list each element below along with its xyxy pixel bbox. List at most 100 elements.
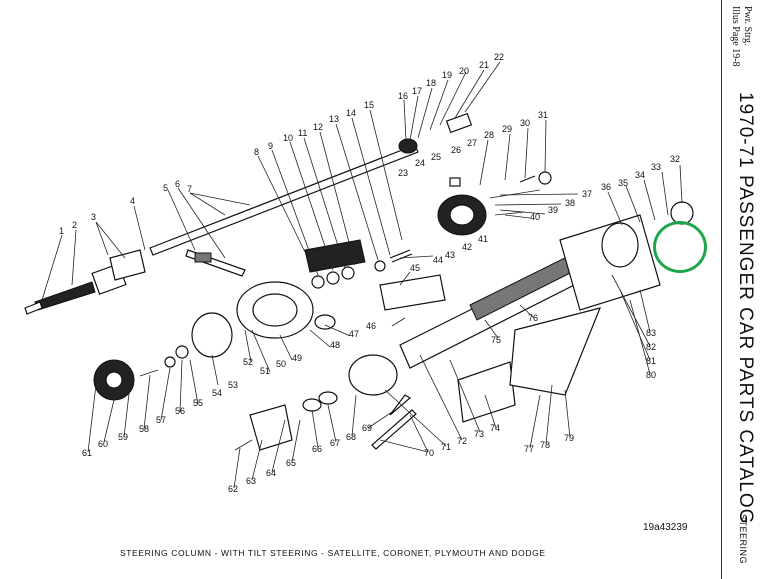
clip-26 [449, 177, 461, 187]
callout-48: 48 [330, 340, 340, 350]
callout-15: 15 [364, 100, 374, 110]
callout-58: 58 [139, 424, 149, 434]
callout-8: 8 [254, 147, 259, 157]
callout-37: 37 [582, 189, 592, 199]
cup-71 [348, 354, 398, 396]
flange-bore [601, 222, 639, 268]
section-label: STEERING [738, 514, 748, 565]
callout-51: 51 [260, 366, 270, 376]
callout-5: 5 [163, 183, 168, 193]
callout-33: 33 [651, 162, 661, 172]
shield-74 [457, 361, 516, 423]
callout-83: 83 [646, 328, 656, 338]
callout-59: 59 [118, 432, 128, 442]
mechanism-45 [379, 274, 446, 311]
callout-24: 24 [415, 158, 425, 168]
callout-61: 61 [82, 448, 92, 458]
shaft-coupling [34, 281, 96, 311]
callout-66: 66 [312, 444, 322, 454]
callout-18: 18 [426, 78, 436, 88]
callout-52: 52 [243, 357, 253, 367]
callout-32: 32 [670, 154, 680, 164]
ring-11 [326, 271, 340, 285]
callout-77: 77 [524, 444, 534, 454]
callout-2: 2 [72, 220, 77, 230]
bracket-63 [249, 404, 293, 451]
steering-column-exploded-diagram: 1 2 3 4 5 6 7 8 9 10 11 12 13 14 15 16 1… [24, 52, 694, 494]
highlight-circle [653, 221, 707, 273]
plate-79 [509, 307, 602, 396]
callout-42: 42 [462, 242, 472, 252]
pin-37 [489, 189, 541, 199]
callout-41: 41 [478, 234, 488, 244]
callout-19: 19 [442, 70, 452, 80]
spring-14 [389, 249, 413, 263]
callout-26: 26 [451, 145, 461, 155]
switch-assembly [304, 239, 366, 273]
ring-66 [302, 398, 322, 412]
catalog-title: 1970-71 PASSENGER CAR PARTS CATALOG [735, 92, 756, 525]
figure-reference-code: 19a43239 [643, 522, 688, 533]
spring-30 [519, 175, 536, 183]
lever-knob [194, 252, 212, 263]
callout-63: 63 [246, 476, 256, 486]
washer-57 [164, 356, 176, 368]
callout-numbers: 1 2 3 4 5 6 7 8 9 10 11 12 13 14 15 16 1… [59, 52, 680, 494]
part-47 [314, 314, 336, 330]
callout-21: 21 [479, 60, 489, 70]
callout-13: 13 [329, 114, 339, 124]
bracket-3 [109, 249, 146, 281]
callout-65: 65 [286, 458, 296, 468]
screw-62 [234, 439, 253, 451]
ring-31 [538, 171, 552, 185]
callout-68: 68 [346, 432, 356, 442]
gear-60-center [105, 371, 123, 389]
callout-74: 74 [490, 423, 500, 433]
callout-28: 28 [484, 130, 494, 140]
callout-45: 45 [410, 263, 420, 273]
ring-67 [318, 391, 338, 405]
callout-16: 16 [398, 91, 408, 101]
callout-11: 11 [298, 128, 307, 138]
callout-34: 34 [635, 170, 645, 180]
callout-64: 64 [266, 468, 276, 478]
callout-57: 57 [156, 415, 166, 425]
plate-54 [191, 312, 233, 358]
header-illus-page: Illus Page 19-8 [730, 6, 741, 67]
callout-60: 60 [98, 439, 108, 449]
callout-1: 1 [59, 226, 64, 236]
pin-58 [139, 369, 159, 377]
callout-35: 35 [618, 178, 628, 188]
callout-10: 10 [283, 133, 293, 143]
callout-44: 44 [433, 255, 443, 265]
callout-67: 67 [330, 438, 340, 448]
callout-75: 75 [491, 335, 501, 345]
callout-40: 40 [530, 212, 540, 222]
callout-3: 3 [91, 212, 96, 222]
retainer-21 [445, 112, 473, 134]
callout-70: 70 [424, 448, 434, 458]
callout-43: 43 [445, 250, 455, 260]
callout-79: 79 [564, 433, 574, 443]
callout-82: 82 [646, 342, 656, 352]
ring-10 [311, 275, 325, 289]
callout-30: 30 [520, 118, 530, 128]
callout-39: 39 [548, 205, 558, 215]
callout-31: 31 [538, 110, 548, 120]
callout-46: 46 [366, 321, 376, 331]
pin-40 [494, 211, 526, 216]
callout-36: 36 [601, 182, 611, 192]
callout-29: 29 [502, 124, 512, 134]
callout-56: 56 [175, 406, 185, 416]
figure-caption: STEERING COLUMN - WITH TILT STEERING - S… [120, 548, 546, 558]
leader-lines [41, 61, 683, 489]
bearing-16 [398, 138, 418, 154]
callout-7: 7 [187, 184, 192, 194]
callout-62: 62 [228, 484, 238, 494]
callout-73: 73 [474, 429, 484, 439]
callout-6: 6 [175, 179, 180, 189]
washer-56 [175, 345, 189, 359]
callout-81: 81 [646, 356, 656, 366]
callout-25: 25 [431, 152, 441, 162]
shaft-end-1 [24, 301, 43, 315]
